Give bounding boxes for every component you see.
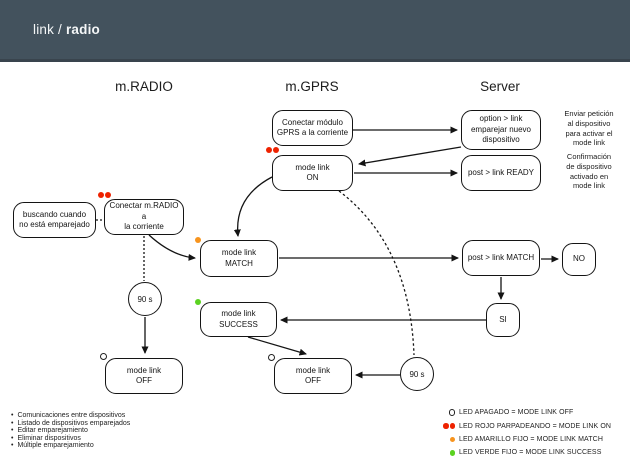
column-header-mradio: m.RADIO — [115, 79, 173, 94]
feature-item: Comunicaciones entre dispositivos — [9, 412, 130, 420]
legend-row-off: LED APAGADO = MODE LINK OFF — [438, 406, 611, 419]
arrow-modeon-to-match — [233, 176, 273, 237]
node-mode-link-off-left: mode link OFF — [105, 358, 183, 394]
led-legend: LED APAGADO = MODE LINK OFF LED ROJO PAR… — [438, 406, 611, 460]
red-dot-icon — [105, 192, 111, 198]
note-send-activation-request: Enviar petición al dispositivo para acti… — [564, 109, 614, 148]
arrow-success-to-offmid — [247, 336, 307, 356]
node-no: NO — [562, 243, 596, 276]
led-off-icon — [268, 354, 275, 361]
feature-list: Comunicaciones entre dispositivos Listad… — [9, 412, 130, 450]
legend-row-orange: LED AMARILLO FIJO = MODE LINK MATCH — [438, 433, 611, 446]
node-mode-link-off-mid: mode link OFF — [274, 358, 352, 394]
page-title-bold: radio — [65, 22, 100, 37]
column-header-mgprs: m.GPRS — [285, 79, 339, 94]
led-orange-solid-icon — [195, 237, 201, 243]
feature-item: Editar emparejamiento — [9, 427, 130, 435]
node-connect-gprs-power: Conectar módulo GPRS a la corriente — [272, 110, 353, 146]
led-red-blinking-icon — [438, 423, 455, 429]
red-dot-icon — [266, 147, 272, 153]
feature-item: Múltiple emparejamiento — [9, 442, 130, 450]
led-orange-solid-icon — [438, 436, 455, 443]
note-device-confirmation: Confirmación de dispositivo activado en … — [566, 152, 612, 191]
node-option-link-pair-device: option > link emparejar nuevo dispositiv… — [461, 110, 541, 150]
page-title: link /radio — [33, 22, 100, 37]
led-red-blinking-icon — [266, 147, 279, 153]
red-dot-icon — [98, 192, 104, 198]
node-connect-radio-power: Conectar m.RADIO a la corriente — [104, 199, 184, 235]
legend-row-green: LED VERDE FIJO = MODE LINK SUCCESS — [438, 446, 611, 459]
column-header-server: Server — [480, 79, 520, 94]
legend-row-red: LED ROJO PARPADEANDO = MODE LINK ON — [438, 419, 611, 432]
node-mode-link-match: mode link MATCH — [200, 240, 278, 277]
led-off-icon — [100, 353, 107, 360]
led-off-icon — [438, 409, 455, 416]
node-mode-link-success: mode link SUCCESS — [200, 302, 277, 337]
node-searching-unpaired: buscando cuando no está emparejado — [13, 202, 96, 238]
dotted-modeon-to-timerright — [338, 190, 415, 356]
led-green-solid-icon — [195, 299, 201, 305]
red-dot-icon — [273, 147, 279, 153]
led-green-solid-icon — [438, 450, 455, 456]
page-title-regular: link / — [33, 22, 62, 37]
feature-item: Eliminar dispositivos — [9, 435, 130, 443]
node-post-link-ready: post > link READY — [461, 155, 541, 191]
node-si: SI — [486, 303, 520, 337]
header-bar: link /radio — [0, 0, 630, 62]
timer-90s-left: 90 s — [128, 282, 162, 316]
node-mode-link-on: mode link ON — [272, 155, 353, 191]
node-post-link-match: post > link MATCH — [462, 240, 540, 276]
feature-item: Listado de dispositivos emparejados — [9, 420, 130, 428]
arrow-radiopower-to-match — [148, 234, 196, 261]
timer-90s-right: 90 s — [400, 357, 434, 391]
led-red-blinking-icon — [98, 192, 111, 198]
arrow-option-to-modeon — [358, 146, 462, 167]
